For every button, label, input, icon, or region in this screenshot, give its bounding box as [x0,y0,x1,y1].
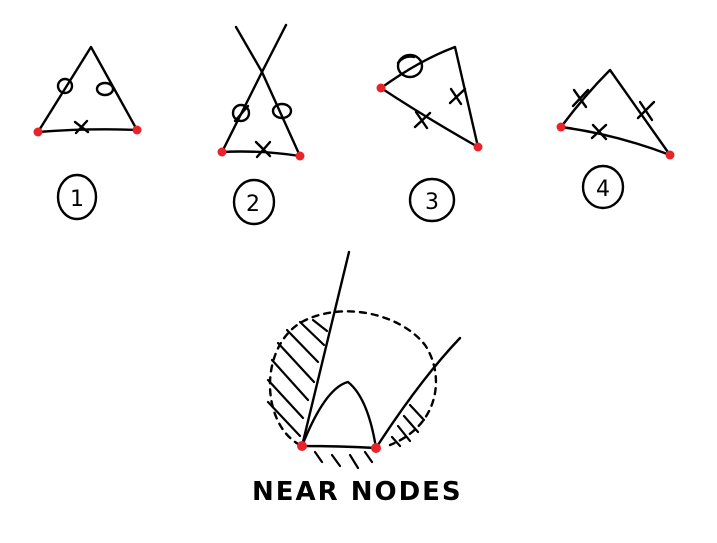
node-dot [217,147,227,157]
node-dot [371,443,381,453]
near-nodes-diagram: NEAR NODES [252,250,463,507]
long-edge-right [374,336,462,450]
node-dot [473,142,483,152]
number-circle-2 [232,178,276,226]
node-dot [556,122,566,132]
node-dot [295,151,305,161]
diagram-number-3: 3 [425,190,439,215]
diagram-number-4: 4 [596,177,610,202]
number-circle-4 [581,164,625,210]
circle-mark-slash [233,104,250,123]
number-circle-3 [408,177,456,223]
diagram-number-2: 2 [246,192,260,217]
triangle-4 [559,68,672,157]
node-dot [665,150,675,160]
circle-mark-hook [396,55,416,65]
number-circle-1 [56,173,98,221]
node-dot [132,125,142,135]
circle-mark [396,53,424,79]
circle-mark [231,103,251,123]
caption-near-nodes: NEAR NODES [252,477,463,507]
circle-mark [271,102,293,120]
diagram-2: 2 [217,23,305,226]
circle-mark [95,81,115,97]
hatch-lines [266,318,426,470]
triangle-1 [36,45,139,134]
cross-mark [73,119,90,135]
diagram-3: 3 [376,45,483,223]
triangle-3 [379,45,480,149]
node-dot [297,441,307,451]
cross-mark [571,88,590,109]
circle-mark [56,77,74,95]
node-dot [376,83,386,93]
near-region-boundary [268,310,438,447]
diagram-4: 4 [556,68,675,210]
cross-mark [448,87,467,106]
cross-mark [636,100,656,122]
near-triangle [300,380,378,450]
diagram-1: 1 [33,45,142,221]
diagram-number-1: 1 [70,187,84,212]
cross-mark [254,140,272,159]
extension-line [234,23,288,74]
cross-mark [590,123,608,141]
node-dot [33,127,43,137]
cross-mark [413,110,432,130]
long-edge-left [300,250,351,448]
